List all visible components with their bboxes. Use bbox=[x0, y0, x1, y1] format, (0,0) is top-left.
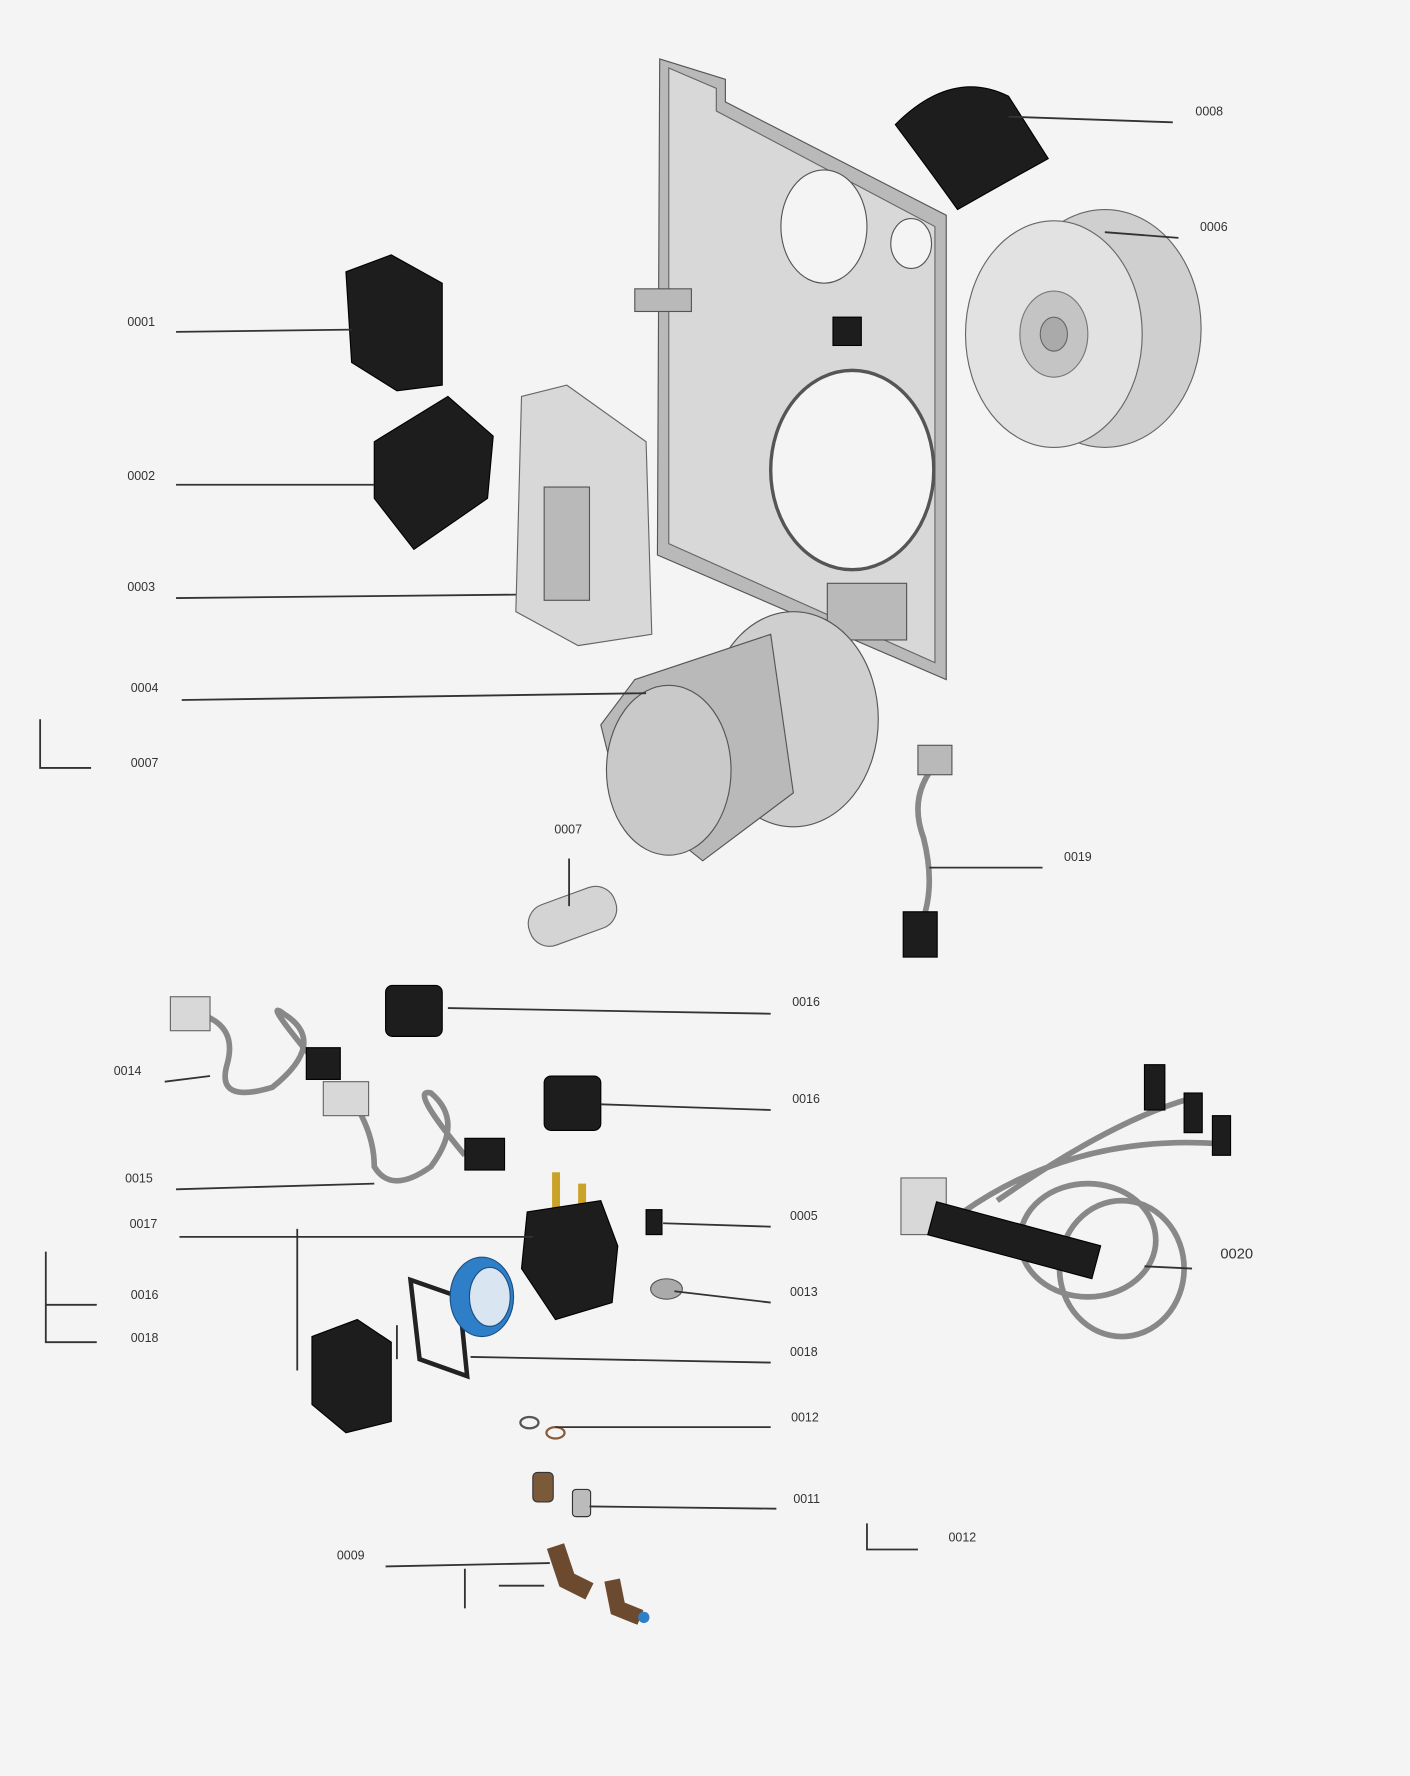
pad-part bbox=[894, 86, 1049, 211]
housing-part-0018 bbox=[311, 1318, 392, 1434]
part-label: 0007 bbox=[554, 823, 582, 837]
back-plate-part bbox=[634, 58, 947, 681]
part-label: 0003 bbox=[127, 580, 155, 594]
part-label: 0014 bbox=[114, 1064, 142, 1078]
part-label: 0016 bbox=[792, 1092, 820, 1106]
part-label: 0002 bbox=[127, 469, 155, 483]
part-label: 0004 bbox=[131, 681, 159, 695]
control-board-part bbox=[515, 384, 653, 647]
part-label: 0018 bbox=[790, 1345, 818, 1359]
cable-part-0015 bbox=[322, 1081, 506, 1184]
motor-part bbox=[600, 611, 879, 862]
relay-part-0002 bbox=[373, 395, 494, 551]
fitting-part-0005 bbox=[645, 1209, 663, 1236]
part-label: 0001 bbox=[127, 315, 155, 329]
pump-part bbox=[520, 1172, 619, 1321]
drum-part bbox=[964, 208, 1202, 448]
coil-part-a bbox=[385, 984, 443, 1037]
part-label: 0012 bbox=[949, 1531, 977, 1545]
part-label: 0016 bbox=[792, 995, 820, 1009]
wiring-harness-part bbox=[900, 1064, 1232, 1340]
nozzle-part-0013 bbox=[650, 1278, 683, 1300]
part-label: 0019 bbox=[1064, 850, 1092, 864]
part-label: 0012 bbox=[791, 1410, 819, 1424]
seal-part-b bbox=[545, 1426, 566, 1440]
elbow-part-0009 bbox=[546, 1543, 594, 1600]
part-label: 0020 bbox=[1220, 1246, 1253, 1262]
part-label: 0017 bbox=[130, 1217, 158, 1231]
relay-part-0001 bbox=[345, 254, 443, 392]
cable-part-0014 bbox=[169, 996, 341, 1096]
fitting-part-0011b bbox=[571, 1488, 592, 1518]
part-label: 0011 bbox=[793, 1492, 820, 1506]
coil-part-b bbox=[543, 1075, 602, 1131]
fan-part bbox=[407, 1256, 515, 1380]
part-label: 0013 bbox=[790, 1285, 818, 1299]
part-label: 0016 bbox=[131, 1288, 159, 1302]
fitting-part-0011a bbox=[532, 1471, 554, 1503]
cable-part-0019 bbox=[902, 744, 953, 958]
capacitor-part bbox=[527, 885, 618, 947]
part-label: 0018 bbox=[131, 1331, 159, 1345]
part-label: 0006 bbox=[1200, 220, 1228, 234]
elbow-part-0009b bbox=[604, 1578, 644, 1625]
part-label: 0009 bbox=[337, 1549, 365, 1563]
leader-lines bbox=[39, 115, 1193, 1609]
part-label: 0005 bbox=[790, 1209, 818, 1223]
part-label: 0008 bbox=[1195, 105, 1223, 119]
part-label: 0015 bbox=[125, 1171, 153, 1185]
seal-part-a bbox=[519, 1415, 540, 1430]
part-label: 0007 bbox=[131, 756, 159, 770]
